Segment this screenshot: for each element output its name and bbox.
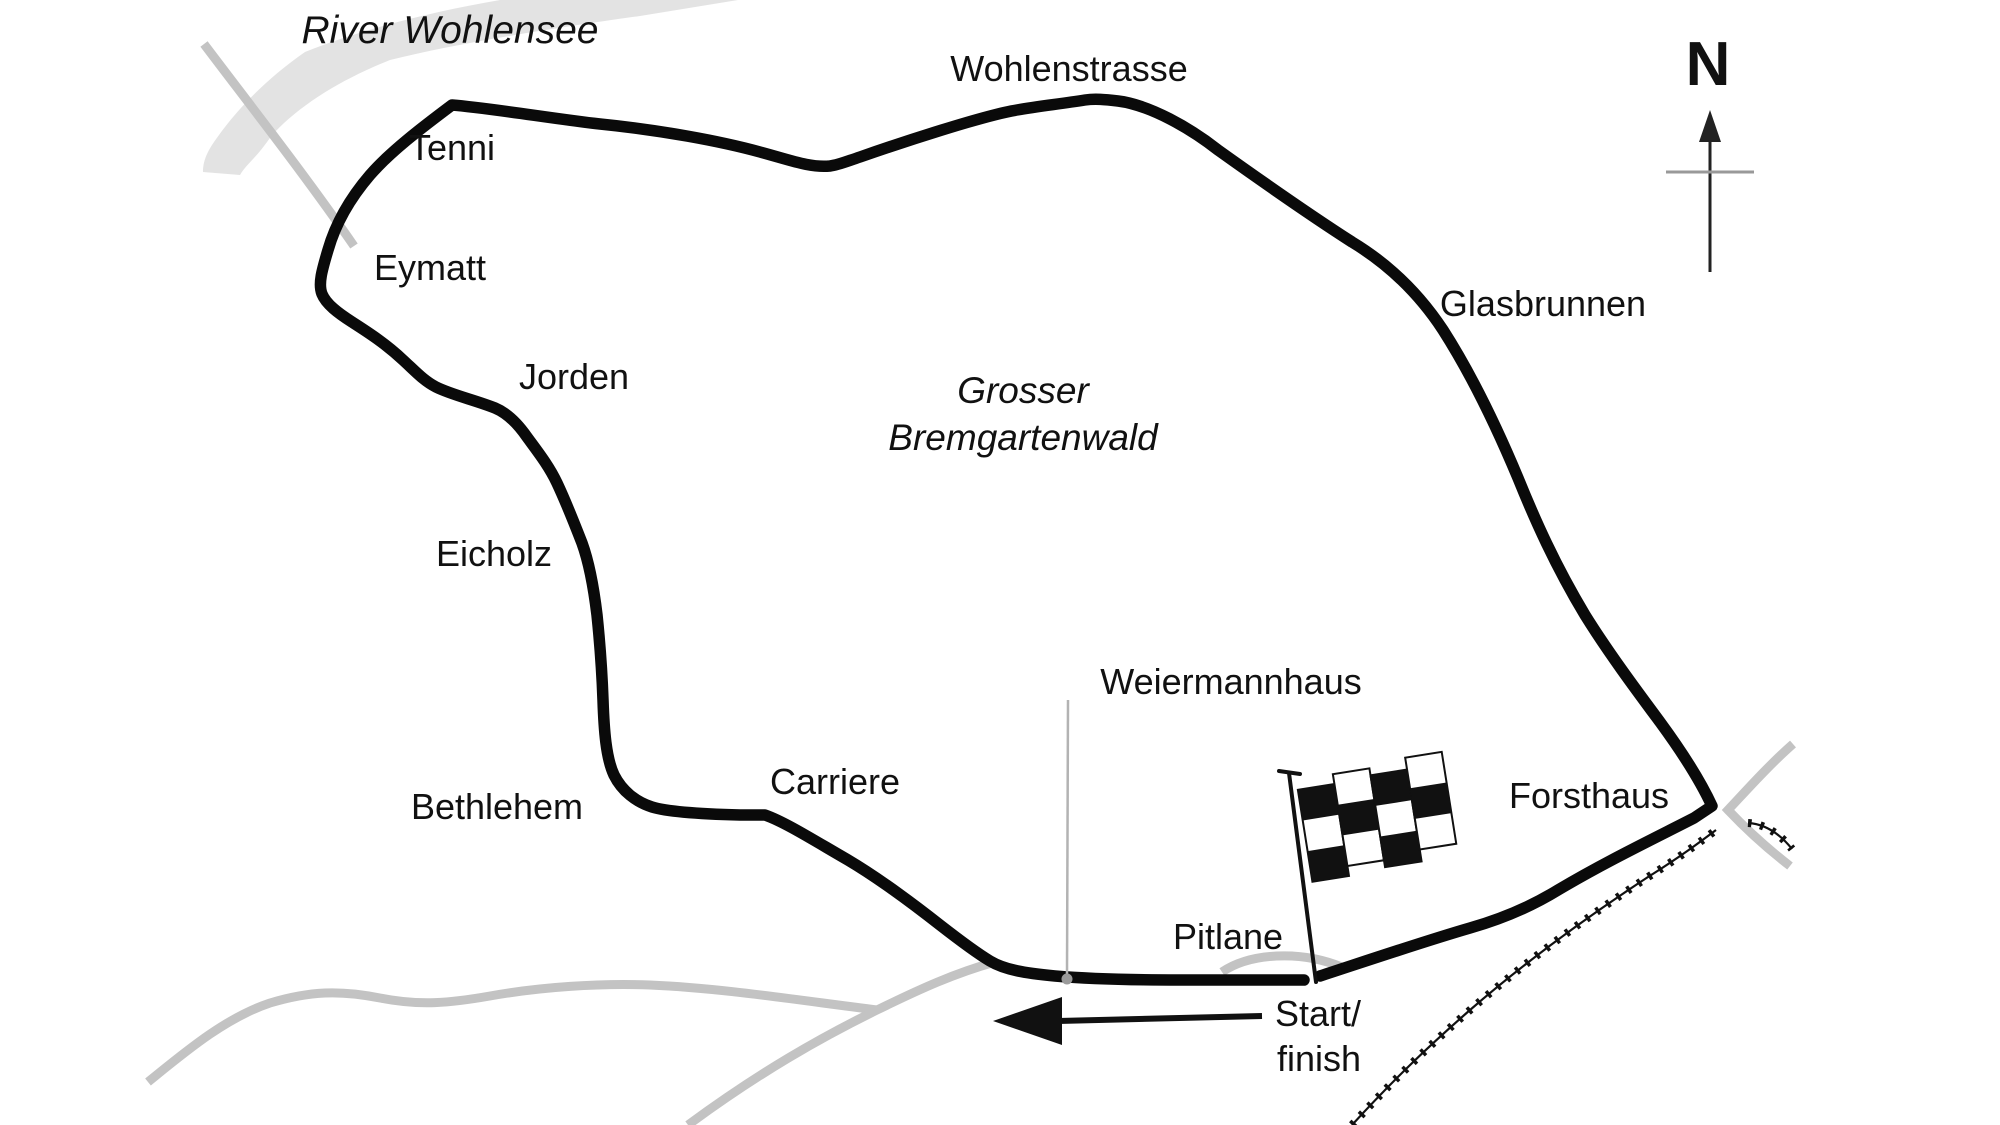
direction-arrow-shaft [1057, 1013, 1263, 1024]
corner-label-eicholz: Eicholz [436, 533, 552, 574]
river-label: River Wohlensee [302, 9, 599, 52]
corner-label-carriere: Carriere [770, 761, 900, 802]
flag-col-1 [1296, 782, 1351, 883]
forest-label-line2: Bremgartenwald [888, 417, 1159, 458]
corner-label-tenni: Tenni [409, 127, 495, 168]
corner-label-forsthaus: Forsthaus [1509, 775, 1669, 816]
corner-label-jorden: Jorden [519, 356, 629, 397]
road-forsthaus-crossing [1721, 740, 1796, 870]
railway-ties [1349, 819, 1796, 1125]
corner-label-bethlehem: Bethlehem [411, 786, 583, 827]
weiermannhaus-dot [1061, 973, 1073, 985]
flag-cloth [1296, 750, 1458, 883]
race-direction-arrow-icon [993, 997, 1263, 1045]
direction-arrow-head [993, 997, 1062, 1045]
forest-label-line1: Grosser [957, 370, 1090, 411]
road-southwest [145, 979, 878, 1086]
weiermannhaus-pointer-line [1065, 699, 1070, 975]
flag-pole-top-bar [1277, 769, 1302, 776]
corner-label-glasbrunnen: Glasbrunnen [1440, 283, 1646, 324]
pitlane-road [1219, 951, 1344, 976]
corner-label-wohlenstrasse: Wohlenstrasse [950, 48, 1187, 89]
road-south-diagonal [685, 957, 997, 1125]
start-finish-label-line2: finish [1277, 1038, 1361, 1079]
flag-col-3 [1369, 768, 1423, 869]
compass-north-label: N [1686, 30, 1731, 99]
checkered-flag-icon [1277, 750, 1458, 984]
flag-col-4 [1404, 750, 1458, 851]
flag-pole [1287, 771, 1318, 984]
start-finish-label-line1: Start/ [1275, 993, 1361, 1034]
railway-line [1349, 819, 1796, 1125]
railway-rail [1351, 821, 1793, 1125]
north-arrow-icon: N [1666, 30, 1754, 272]
weiermannhaus-label: Weiermannhaus [1100, 661, 1361, 702]
river-wohlensee-shape [203, 0, 738, 175]
pitlane-label: Pitlane [1173, 916, 1283, 957]
compass-arrow-head [1699, 110, 1721, 142]
corner-label-eymatt: Eymatt [374, 247, 486, 288]
circuit-track [314, 93, 1718, 986]
